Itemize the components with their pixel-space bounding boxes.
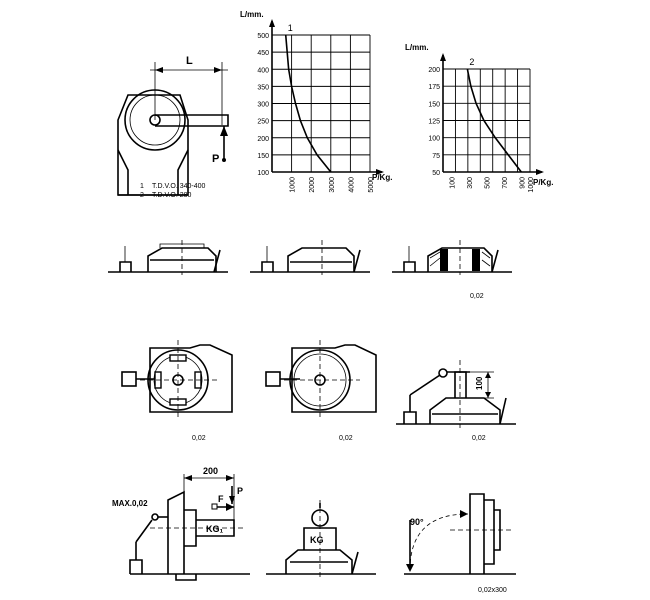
legend-text-2: T.D.V.O. 280 bbox=[152, 192, 192, 199]
row3-tolerance-right: 0,02 bbox=[472, 435, 486, 442]
series-curve bbox=[284, 34, 332, 173]
weight-on-table bbox=[266, 500, 376, 580]
x-tick-label: 4000 bbox=[348, 177, 355, 193]
row3-tolerance-mid: 0,02 bbox=[339, 435, 353, 442]
row2-tolerance: 0,02 bbox=[470, 293, 484, 300]
x-tick-label: 300 bbox=[467, 177, 474, 189]
legend-text-1: T.D.V.O. 340-400 bbox=[152, 183, 206, 190]
force-P-label: P bbox=[212, 153, 219, 165]
x-tick-label: 1000 bbox=[528, 177, 535, 193]
row4-angle-label: 90° bbox=[410, 517, 424, 527]
y-tick-label: 100 bbox=[257, 170, 269, 177]
series-label: 1 bbox=[288, 23, 293, 33]
y-tick-label: 250 bbox=[257, 119, 269, 126]
x-tick-label: 5000 bbox=[368, 177, 375, 193]
chart1-ylabel: L/mm. bbox=[240, 10, 264, 19]
side-view-section bbox=[392, 240, 512, 275]
y-tick-label: 200 bbox=[428, 67, 440, 74]
x-tick-label: 900 bbox=[519, 177, 526, 189]
y-axis-arrow bbox=[440, 53, 446, 61]
y-tick-label: 100 bbox=[428, 136, 440, 143]
x-tick-label: 2000 bbox=[309, 177, 316, 193]
legend-num-1: 1 bbox=[140, 183, 144, 190]
top-view-with-slots bbox=[121, 340, 233, 420]
row3-dim-100: 100 bbox=[475, 376, 484, 390]
row4-kg1-label: KG₁ bbox=[206, 524, 224, 534]
x-tick-label: 700 bbox=[502, 177, 509, 189]
row4-force-P: P bbox=[237, 486, 243, 496]
top-view-plain bbox=[265, 340, 377, 420]
side-view-with-arm bbox=[396, 360, 516, 428]
legend-num-2: 2 bbox=[140, 192, 144, 199]
y-tick-label: 175 bbox=[428, 84, 440, 91]
vertical-table-load-test bbox=[129, 474, 250, 581]
y-axis-arrow bbox=[269, 19, 275, 27]
rotary-table-lever-sketch bbox=[117, 62, 229, 196]
chart2-xlabel: P/Kg. bbox=[533, 178, 553, 187]
squareness-check bbox=[404, 493, 516, 575]
row4-force-F: F bbox=[218, 494, 224, 504]
series-label: 2 bbox=[469, 57, 474, 67]
row4-kg-label: KG bbox=[310, 535, 324, 545]
row4-dim-200: 200 bbox=[203, 466, 218, 476]
chart-load-vs-length-2: L/mm. P/Kg. 200 175 150 125 100 75 50 100 300 500… bbox=[405, 43, 553, 193]
x-tick-label: 500 bbox=[485, 177, 492, 189]
y-tick-label: 75 bbox=[432, 153, 440, 160]
side-view-2 bbox=[250, 240, 370, 275]
y-tick-label: 350 bbox=[257, 84, 269, 91]
x-tick-label: 100 bbox=[450, 177, 457, 189]
x-axis-arrow bbox=[536, 169, 544, 175]
x-tick-label: 1000 bbox=[290, 177, 297, 193]
y-tick-label: 50 bbox=[432, 170, 440, 177]
dimension-L-label: L bbox=[186, 55, 193, 67]
y-tick-label: 150 bbox=[257, 153, 269, 160]
row4-max-label: MAX.0,02 bbox=[112, 499, 148, 508]
side-view-1 bbox=[108, 240, 228, 275]
row3-tolerance-left: 0,02 bbox=[192, 435, 206, 442]
y-tick-label: 200 bbox=[257, 136, 269, 143]
y-tick-label: 125 bbox=[428, 119, 440, 126]
y-tick-label: 500 bbox=[257, 33, 269, 40]
x-tick-label: 3000 bbox=[329, 177, 336, 193]
chart1-xlabel: P/Kg. bbox=[372, 173, 392, 182]
y-tick-label: 450 bbox=[257, 50, 269, 57]
row4-tolerance: 0,02x300 bbox=[478, 587, 507, 594]
chart-load-vs-length-1: L/mm. P/Kg. 500 450 400 350 300 250 200 150 100 1… bbox=[240, 10, 392, 193]
x-axis-arrow bbox=[376, 169, 384, 175]
y-tick-label: 150 bbox=[428, 101, 440, 108]
chart2-ylabel: L/mm. bbox=[405, 43, 429, 52]
series-curve bbox=[466, 68, 522, 173]
y-tick-label: 400 bbox=[257, 67, 269, 74]
y-tick-label: 300 bbox=[257, 102, 269, 109]
legend: 1 T.D.V.O. 340-400 2 T.D.V.O. 280 bbox=[140, 183, 206, 199]
